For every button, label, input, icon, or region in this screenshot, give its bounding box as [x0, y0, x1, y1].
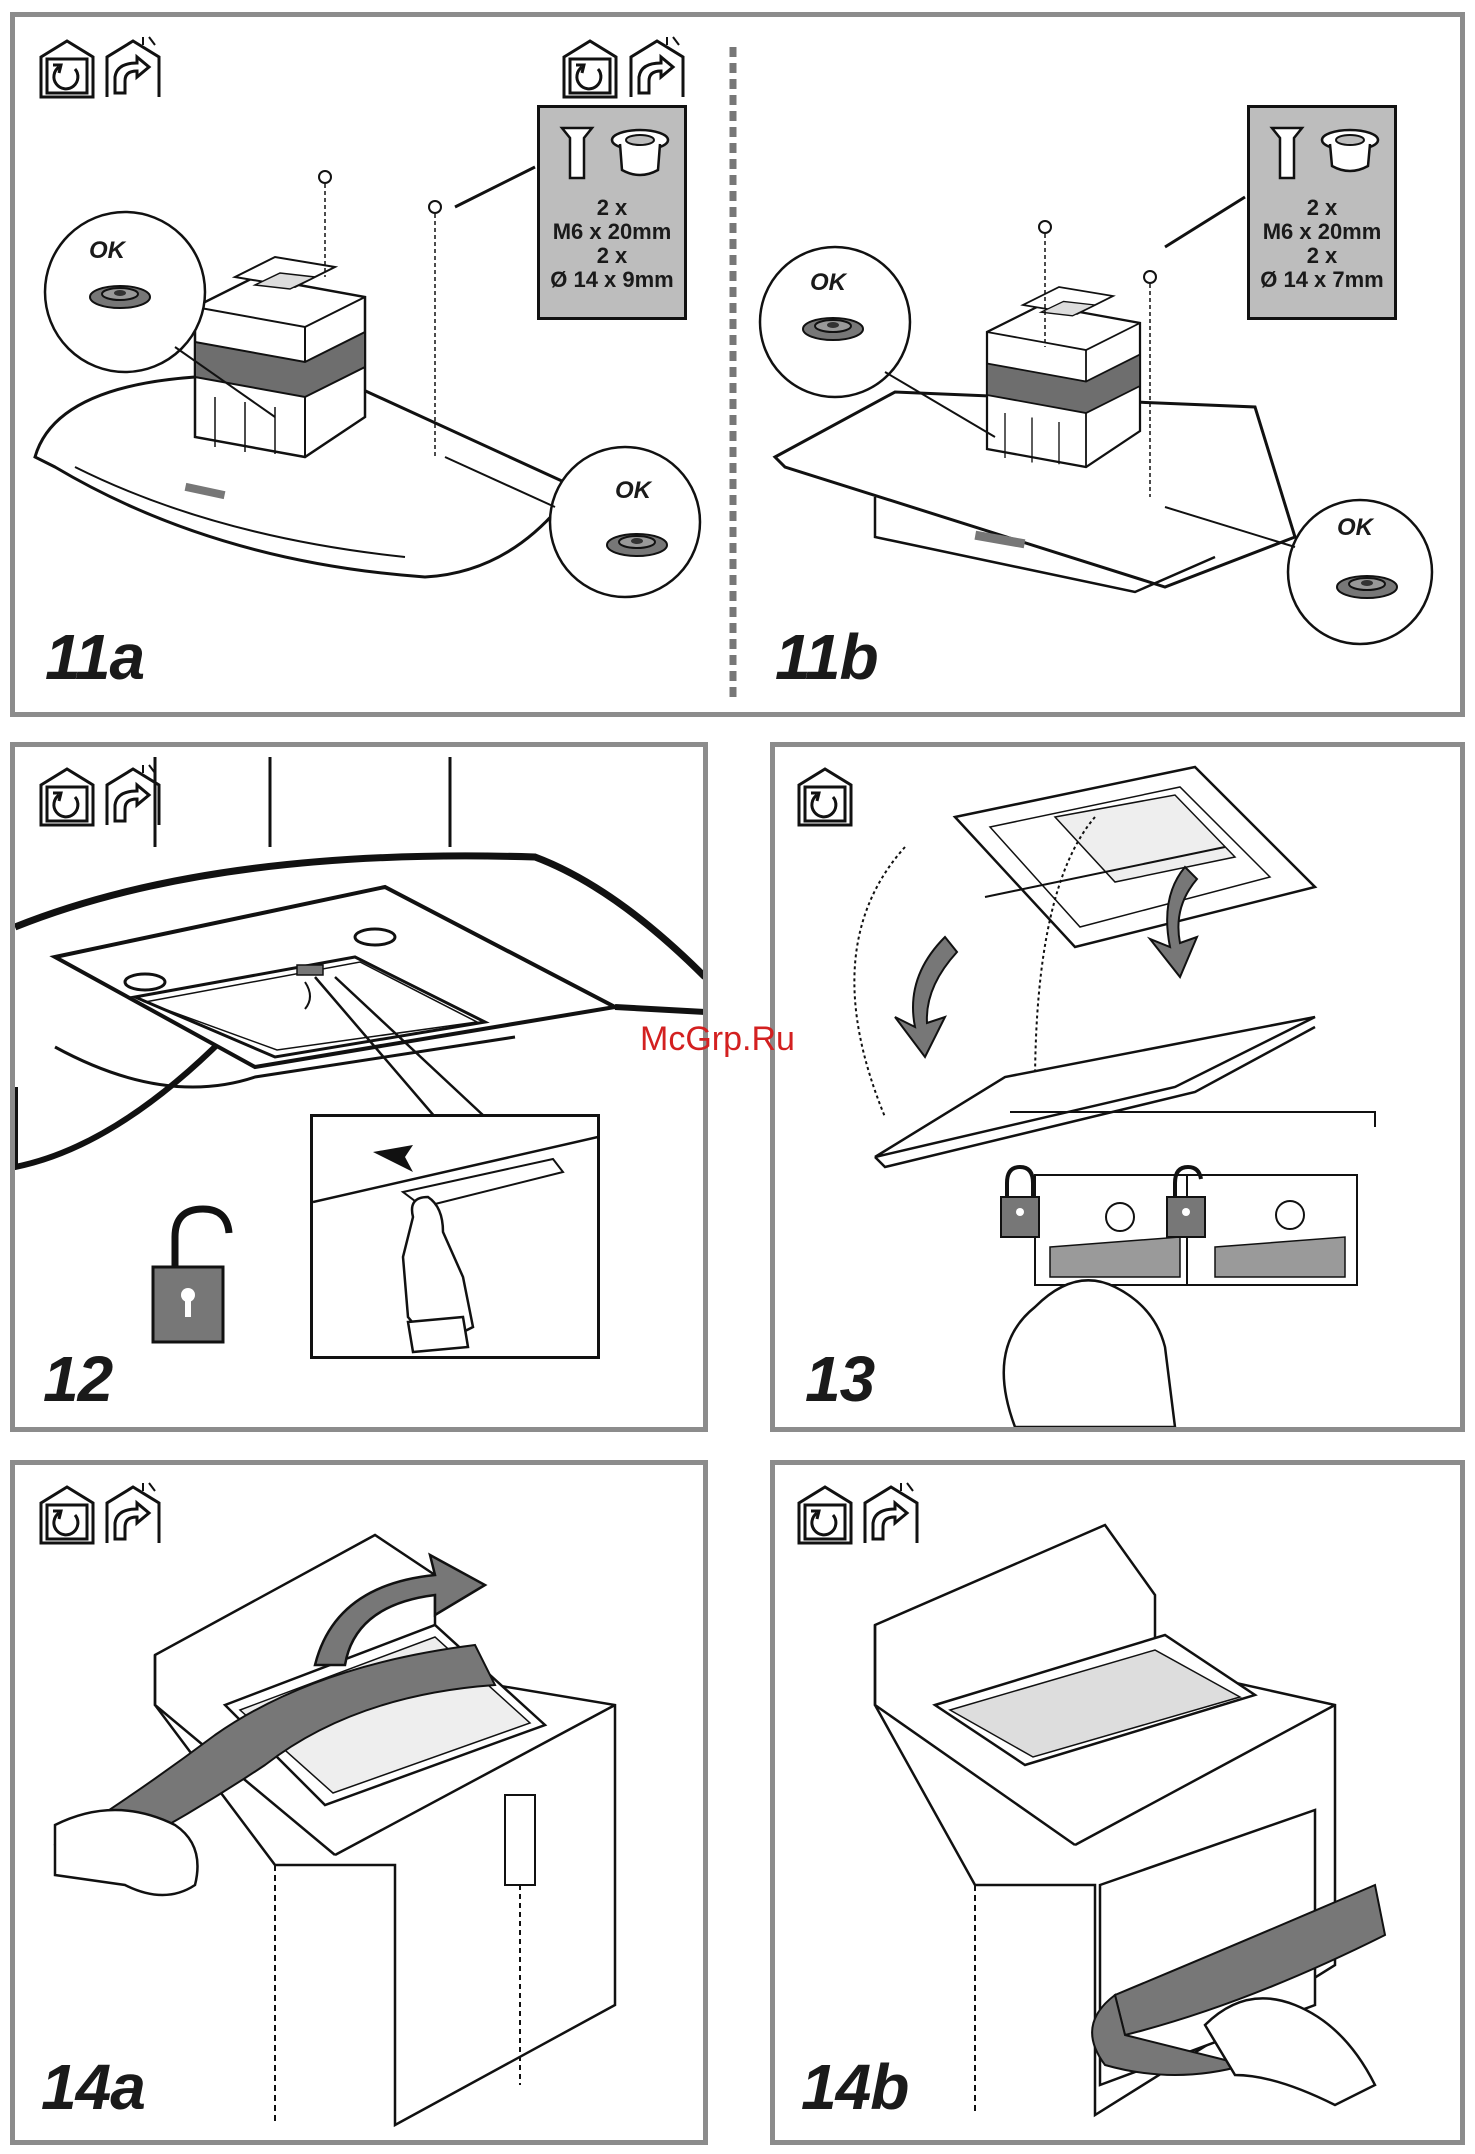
remove-protective-tape-14a: [15, 1465, 703, 2140]
ducted-exhaust-house-icon: [107, 37, 159, 97]
hardware-spec-box-11b: 2 x M6 x 20mm 2 x Ø 14 x 7mm: [1247, 105, 1397, 320]
spec-qty-screws: 2 x: [1250, 196, 1394, 220]
ok-label-11a-left: OK: [89, 237, 125, 265]
step-label-14b: 14b: [801, 2055, 908, 2119]
hood-install-illustration-11: [15, 17, 1460, 712]
panel-14b: 14b: [770, 1460, 1465, 2145]
spec-screw-size: M6 x 20mm: [540, 220, 684, 244]
recirculation-house-icon: [41, 41, 93, 97]
step-label-13: 13: [805, 1347, 874, 1411]
step-label-11b: 11b: [775, 625, 878, 689]
filter-removal-illustration-13: [775, 747, 1460, 1427]
spec-qty-grommets: 2 x: [1250, 244, 1394, 268]
step-label-11a: 11a: [45, 625, 144, 689]
padlock-closed-icon: [1001, 1167, 1039, 1237]
hardware-spec-box-11a: 2 x M6 x 20mm 2 x Ø 14 x 9mm: [537, 105, 687, 320]
watermark: McGrp.Ru: [640, 1020, 795, 1059]
remove-protective-tape-14b: [775, 1465, 1460, 2140]
padlock-open-icon: [153, 1209, 229, 1342]
screw-and-grommet-icons: [1250, 108, 1394, 196]
zoom-inset-12: [310, 1114, 600, 1359]
spec-screw-size: M6 x 20mm: [1250, 220, 1394, 244]
spec-qty-grommets: 2 x: [540, 244, 684, 268]
spec-grommet-size: Ø 14 x 7mm: [1250, 268, 1394, 292]
spec-grommet-size: Ø 14 x 9mm: [540, 268, 684, 292]
panel-13: 13: [770, 742, 1465, 1432]
step-label-12: 12: [43, 1347, 112, 1411]
ok-label-11a-right: OK: [615, 477, 651, 505]
ok-label-11b-left: OK: [810, 269, 846, 297]
screw-and-grommet-icons: [540, 108, 684, 196]
step-label-14a: 14a: [41, 2055, 145, 2119]
panel-14a: 14a: [10, 1460, 708, 2145]
panel-11: 2 x M6 x 20mm 2 x Ø 14 x 9mm 2 x M6 x 20…: [10, 12, 1465, 717]
ok-label-11b-right: OK: [1337, 514, 1373, 542]
spec-qty-screws: 2 x: [540, 196, 684, 220]
panel-12: 12: [10, 742, 708, 1432]
